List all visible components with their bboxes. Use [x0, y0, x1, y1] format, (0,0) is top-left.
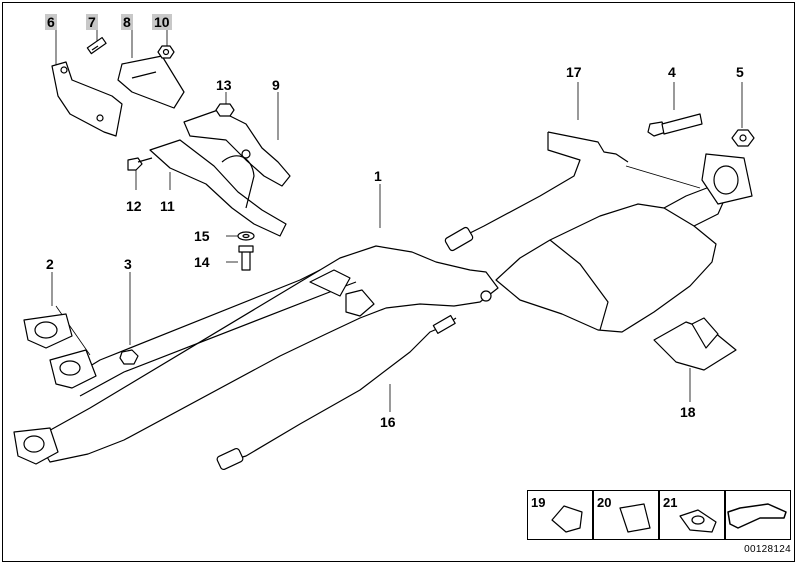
callout-13: 13 [216, 77, 232, 93]
legend-item-arrow [725, 490, 791, 540]
callout-12: 12 [126, 198, 142, 214]
callout-1: 1 [374, 168, 382, 184]
callout-4: 4 [668, 64, 676, 80]
bracket-part-8 [117, 55, 185, 109]
callout-16: 16 [380, 414, 396, 430]
callout-18: 18 [680, 404, 696, 420]
legend-num: 21 [663, 495, 678, 510]
legend-item-19: 19 [527, 490, 593, 540]
bracket-part-6 [51, 61, 123, 137]
hanger-part-11 [149, 139, 287, 237]
callout-14: 14 [194, 254, 210, 270]
callout-8: 8 [121, 14, 133, 30]
bolt-part-7 [86, 36, 107, 55]
nut-part-10 [157, 45, 175, 59]
heat-shield-part-18 [653, 317, 737, 371]
diagram-code: 00128124 [744, 544, 791, 555]
hanger-part-9 [183, 109, 291, 187]
legend-num: 20 [597, 495, 612, 510]
front-pipe-part-1 [35, 245, 499, 463]
nut-part-13 [215, 103, 235, 117]
callout-6: 6 [45, 14, 57, 30]
bolt-part-4 [647, 113, 703, 137]
bolt-part-14 [238, 245, 254, 271]
catalytic-converter [495, 153, 753, 333]
callout-7: 7 [86, 14, 98, 30]
callout-17: 17 [566, 64, 582, 80]
oxygen-sensor-part-16 [216, 314, 457, 471]
legend-item-21: 21 [659, 490, 725, 540]
legend-drawings [551, 503, 787, 533]
callout-15: 15 [194, 228, 210, 244]
callout-9: 9 [272, 77, 280, 93]
nut-part-3 [119, 349, 139, 365]
washer-part-15 [237, 231, 255, 241]
callout-5: 5 [736, 64, 744, 80]
legend-item-20: 20 [593, 490, 659, 540]
oxygen-sensor-part-17 [444, 131, 629, 252]
nut-part-5 [731, 129, 755, 147]
legend-num: 19 [531, 495, 546, 510]
flange-part-2 [13, 313, 97, 465]
bolt-part-12 [127, 157, 153, 171]
callout-2: 2 [46, 256, 54, 272]
callout-10: 10 [152, 14, 172, 30]
callout-3: 3 [124, 256, 132, 272]
callout-11: 11 [160, 198, 175, 214]
